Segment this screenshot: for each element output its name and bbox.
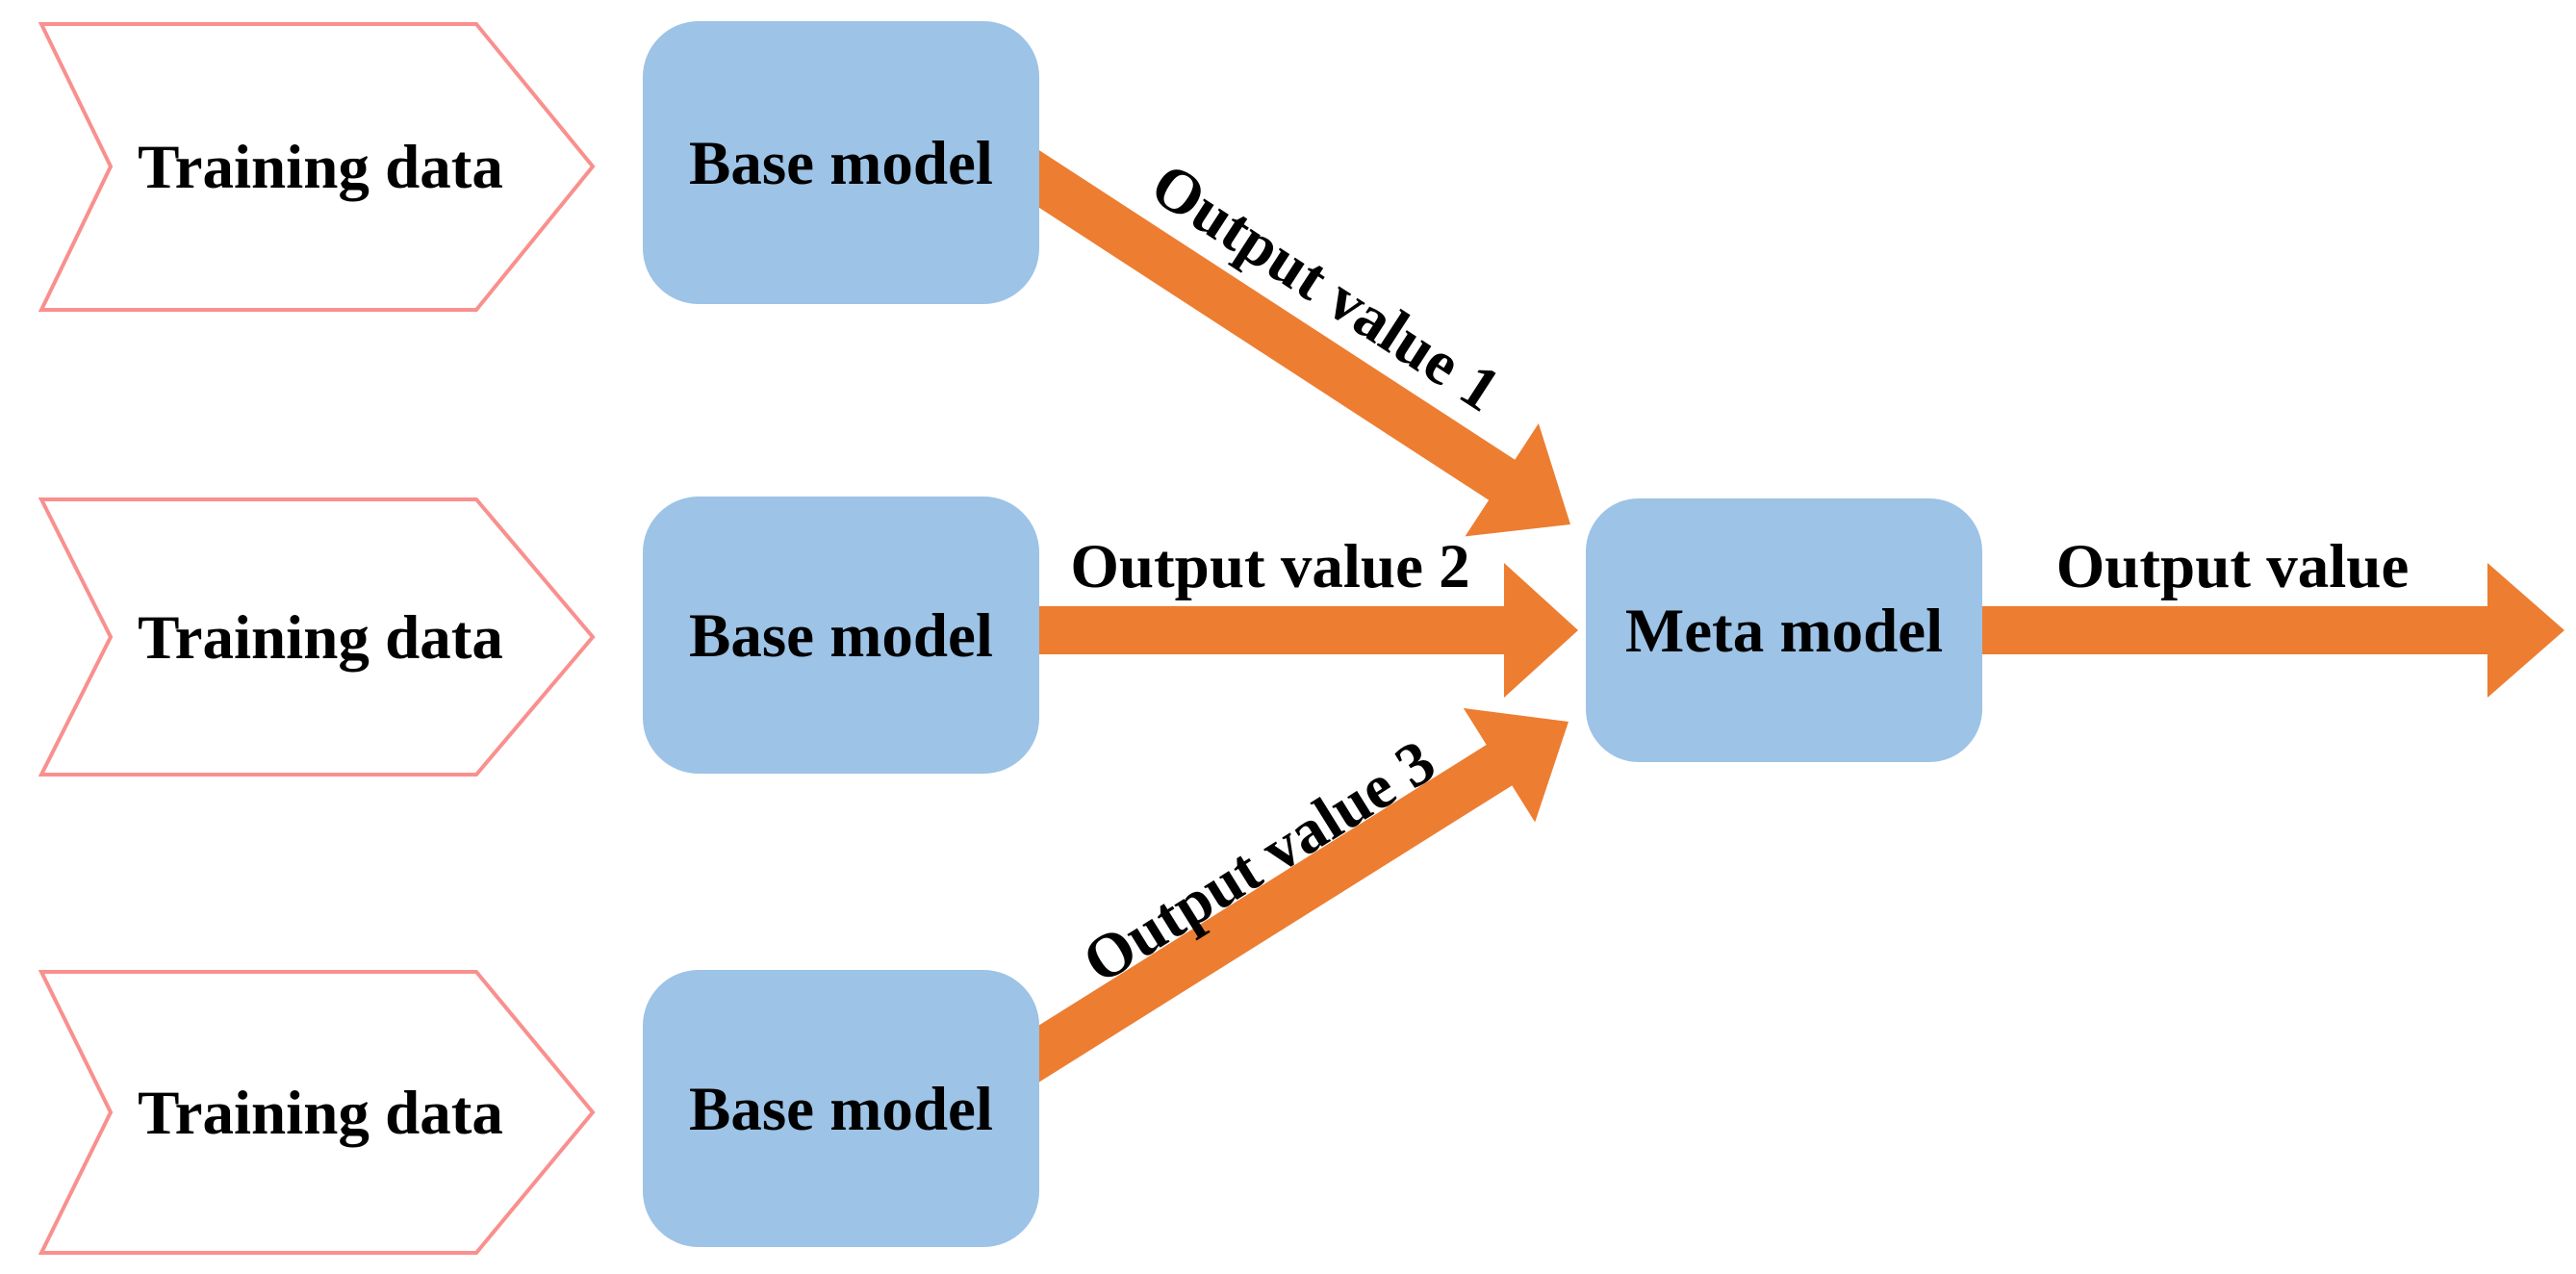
meta-model-box: [1586, 498, 1982, 762]
base-model-box-3: [643, 970, 1039, 1247]
arrow-label-output-value-2: Output value 2: [1070, 532, 1469, 601]
training-data-label-2: Training data: [138, 603, 503, 673]
meta-model-label: Meta model: [1625, 597, 1943, 666]
arrow-base2-to-meta: [1030, 563, 1578, 698]
arrow-label-final-output: Output value: [2056, 532, 2410, 601]
arrow-label-output-value-3: Output value 3: [1071, 726, 1446, 997]
base-model-box-2: [643, 497, 1039, 774]
base-model-label-1: Base model: [689, 129, 993, 198]
arrow-base3-to-meta: [987, 707, 1569, 1099]
training-data-chevron-3: [38, 970, 596, 1255]
arrow-meta-to-output: [1982, 563, 2564, 698]
training-data-chevron-2: [38, 497, 596, 777]
base-model-label-2: Base model: [689, 601, 993, 671]
base-model-label-3: Base model: [689, 1075, 993, 1144]
base-model-box-1: [643, 21, 1039, 304]
training-data-label-1: Training data: [138, 133, 503, 202]
training-data-label-3: Training data: [138, 1079, 503, 1148]
training-data-chevron-1: [38, 22, 596, 312]
arrow-base1-to-meta: [987, 134, 1570, 537]
